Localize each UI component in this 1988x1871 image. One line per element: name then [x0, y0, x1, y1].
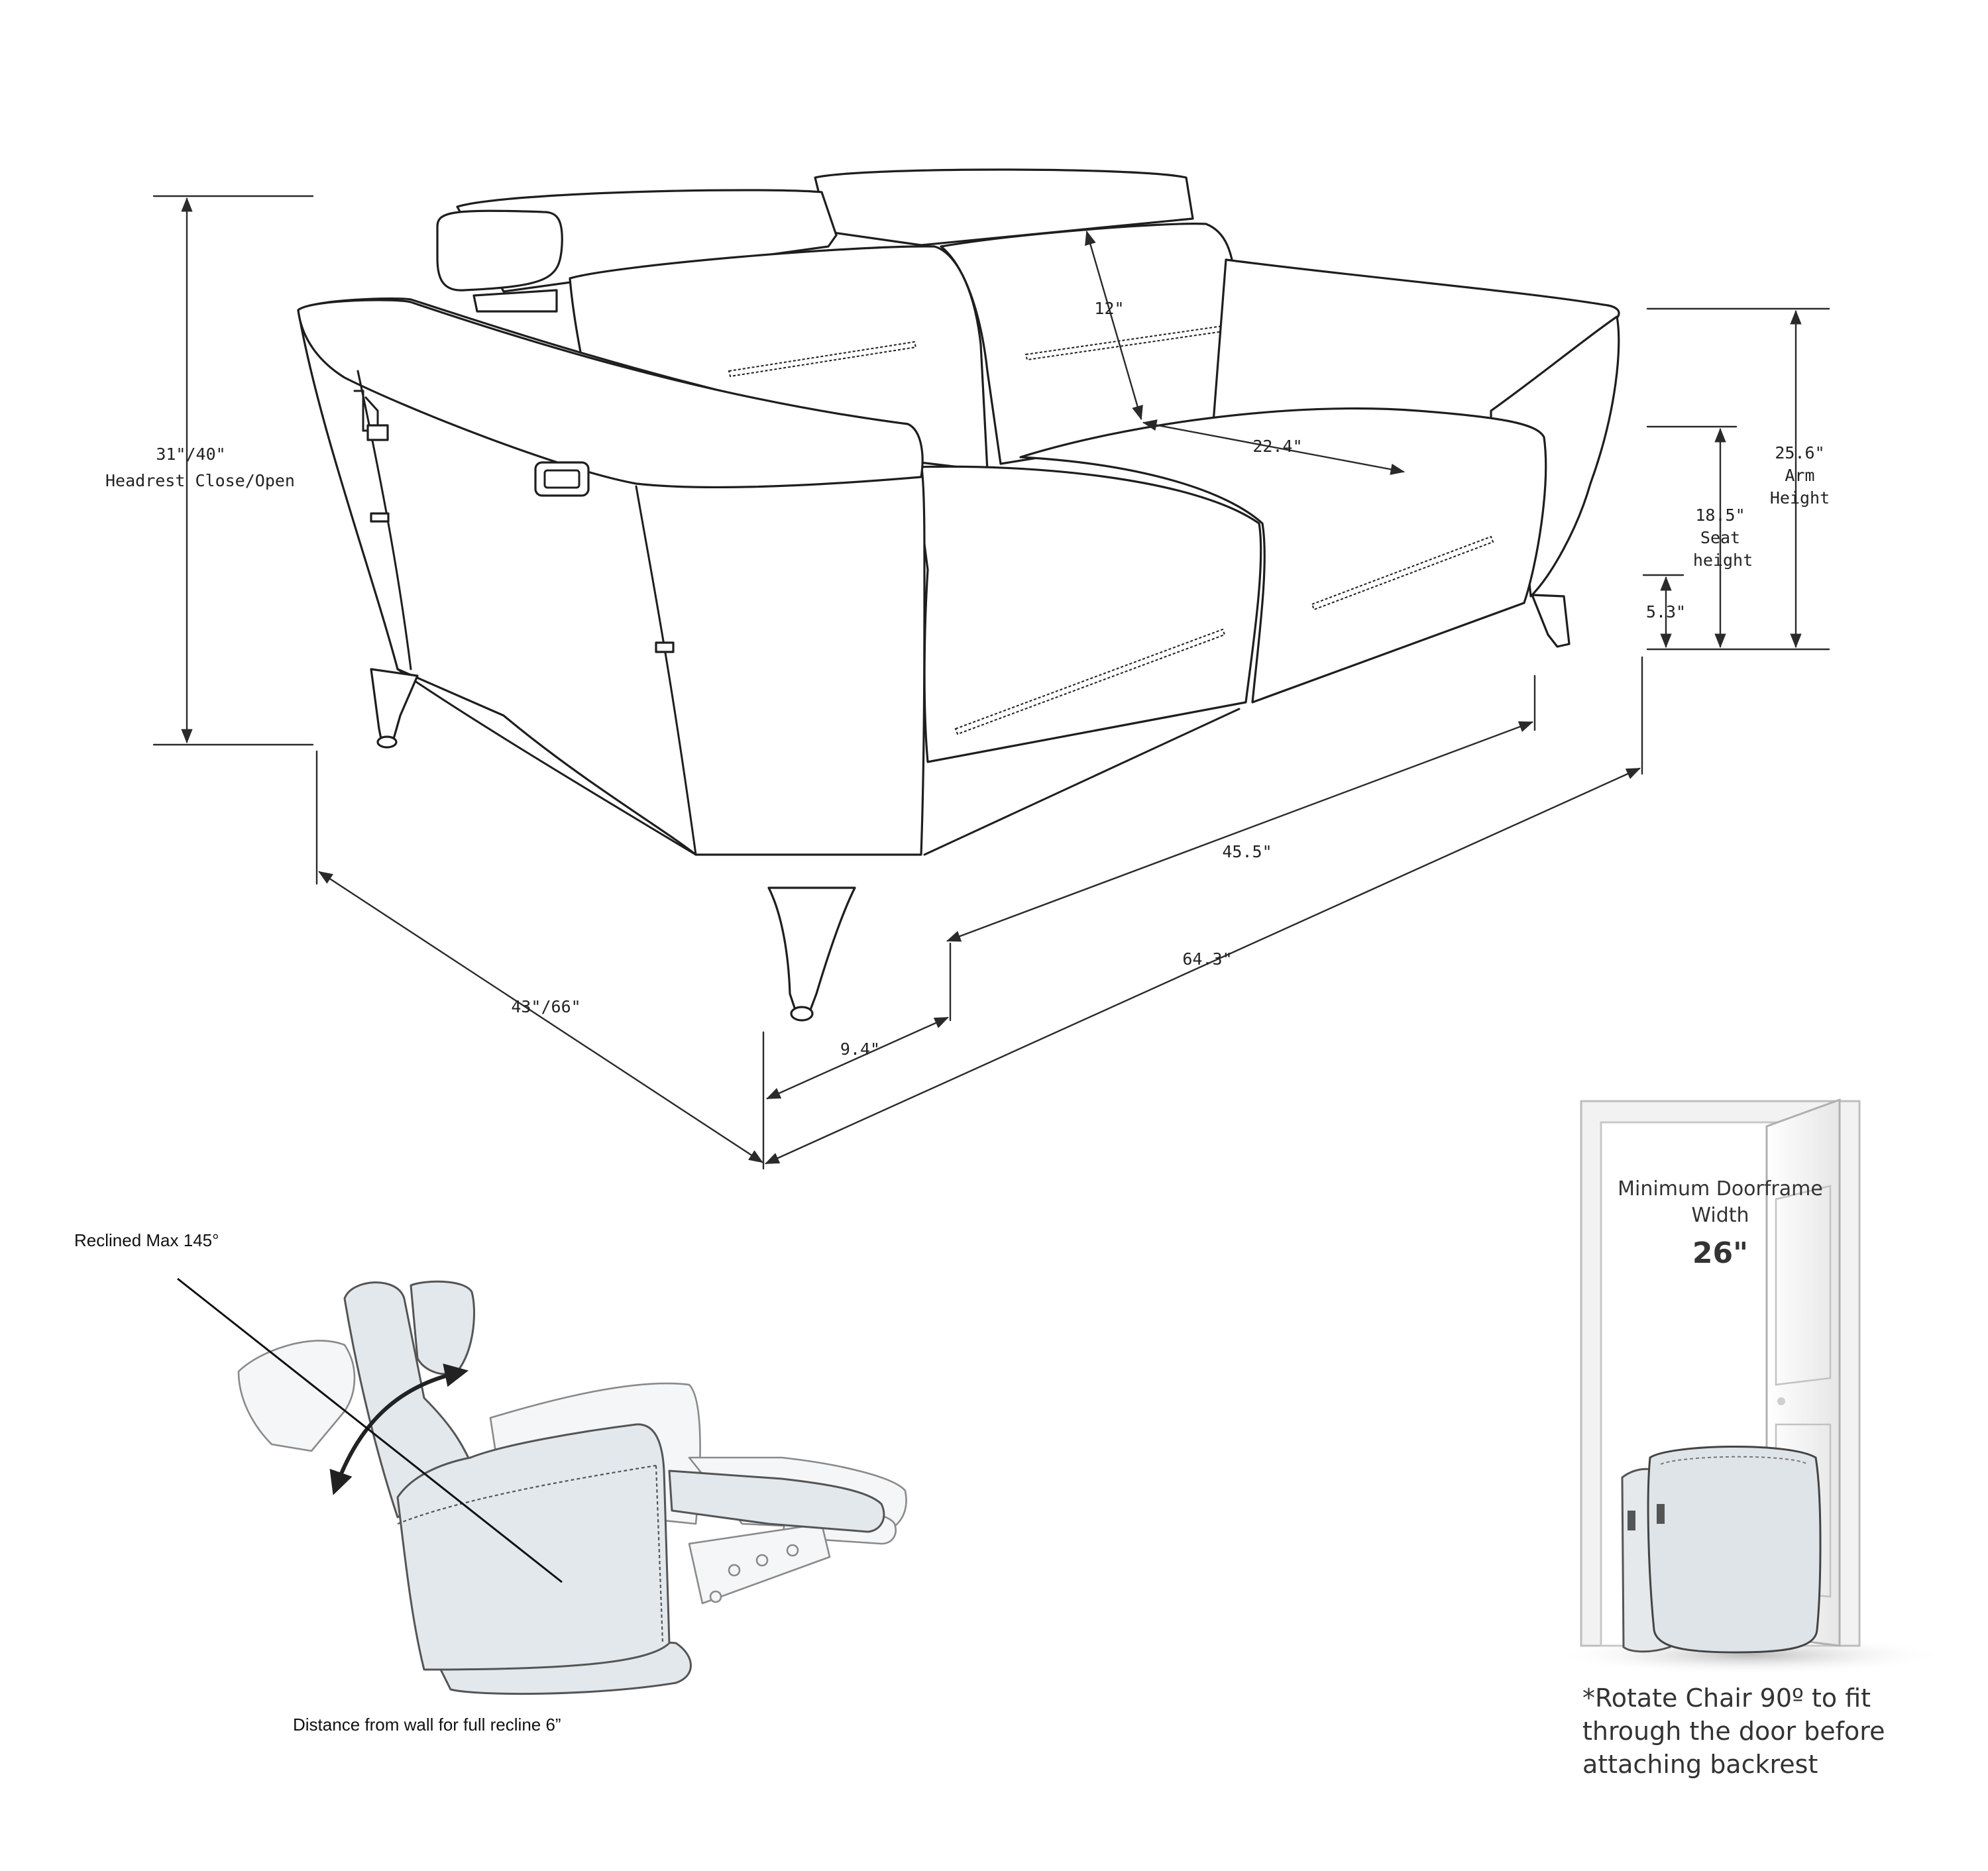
seat-height-label-2: height — [1693, 551, 1753, 570]
recline-arc-arrow — [329, 1363, 469, 1495]
doorframe-note-line2: through the door before — [1582, 1717, 1885, 1746]
dimension-labels: 31"/40" Headrest Close/Open 12" 22.4" 25… — [105, 299, 1830, 1059]
recliner-headrest — [410, 1280, 475, 1375]
recliner-footrest — [668, 1470, 885, 1533]
recline-title-label: Reclined Max 145° — [74, 1230, 219, 1250]
sofa-seat-left — [913, 465, 1262, 763]
seat-depth-label: 22.4" — [1252, 437, 1302, 456]
seat-width-label: 45.5" — [1222, 842, 1272, 861]
overall-width-label: 64.3" — [1182, 949, 1232, 969]
headrest-caption-label: Headrest Close/Open — [105, 471, 295, 490]
power-button-panel — [534, 461, 590, 497]
sofa-leg-front-left — [767, 886, 856, 1016]
door-chair — [1647, 1445, 1822, 1654]
doorframe-title-line1: Minimum Doorframe — [1618, 1177, 1823, 1201]
sofa-arm-left-top — [297, 299, 924, 489]
seat-height-value: 18.5" — [1695, 506, 1745, 525]
doorframe-width-value: 26" — [1692, 1236, 1748, 1270]
doorframe-note-line1: *Rotate Chair 90º to fit — [1582, 1684, 1871, 1713]
sofa-illustration — [297, 168, 1620, 1022]
recline-angle-line — [177, 1277, 563, 1583]
arm-width-label: 9.4" — [840, 1040, 880, 1059]
sofa-leg-back-right — [1531, 594, 1571, 648]
leg-height-label: 5.3" — [1646, 602, 1686, 621]
overall-depth-label: 43"/66" — [511, 997, 580, 1016]
sofa-seat-right — [1019, 407, 1547, 704]
dimension-lines — [152, 195, 1830, 1170]
headrest-height-label: 31"/40" — [156, 445, 225, 464]
doorframe-title-line2: Width — [1691, 1204, 1749, 1227]
doorframe-note-line3: attaching backrest — [1582, 1750, 1818, 1779]
seat-height-label-1: Seat — [1700, 528, 1740, 547]
arm-height-value: 25.6" — [1775, 443, 1824, 462]
sofa-headrest-right — [814, 168, 1194, 246]
recline-wall-note-label: Distance from wall for full recline 6” — [293, 1715, 561, 1735]
arm-height-label-1: Arm — [1785, 466, 1814, 485]
arm-height-label-2: Height — [1770, 488, 1830, 508]
doorframe-illustration — [1551, 1098, 1948, 1675]
sofa-headrest-left-cushion — [436, 209, 563, 292]
recliner-illustration — [177, 1277, 907, 1695]
back-cushion-label: 12" — [1094, 299, 1124, 318]
sofa-leg-back-left — [370, 668, 419, 745]
